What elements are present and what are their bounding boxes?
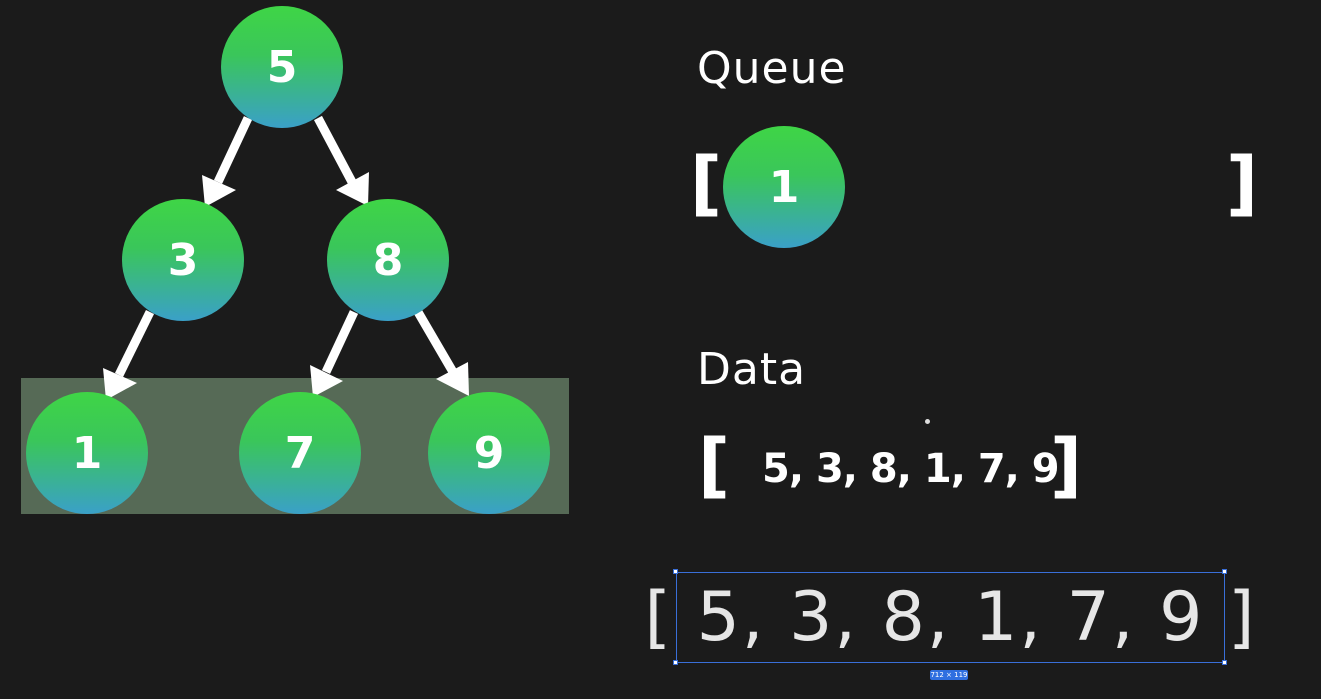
node-value: 1 <box>71 427 103 479</box>
selection-handle-bl[interactable] <box>673 660 678 665</box>
queue-open-bracket: [ <box>690 142 722 224</box>
node-value: 3 <box>167 234 199 286</box>
node-value: 9 <box>473 427 505 479</box>
arrowhead-8-9 <box>436 362 469 396</box>
selection-handle-tr[interactable] <box>1222 569 1227 574</box>
data-close-bracket: ] <box>1050 424 1082 506</box>
edge-3-1 <box>114 310 155 377</box>
edge-5-3 <box>213 116 253 184</box>
cursor-dot <box>925 419 930 424</box>
tree-node-right: 8 <box>327 199 449 321</box>
queue-close-bracket: ] <box>1226 142 1258 224</box>
data-open-bracket: [ <box>698 424 730 506</box>
node-value: 7 <box>284 427 316 479</box>
edge-8-9 <box>414 309 457 375</box>
queue-item: 1 <box>723 126 845 248</box>
tree-node-right-right: 9 <box>428 392 550 514</box>
arrowhead-5-8 <box>336 172 369 206</box>
result-array-text[interactable]: [ 5, 3, 8, 1, 7, 9 ] <box>644 572 1255 663</box>
size-badge: 712 × 119 <box>930 670 968 680</box>
node-value: 8 <box>372 234 404 286</box>
queue-title: Queue <box>697 43 847 94</box>
selection-handle-tl[interactable] <box>673 569 678 574</box>
edge-5-8 <box>314 115 356 185</box>
tree-node-left-left: 1 <box>26 392 148 514</box>
arrowhead-3-1 <box>103 368 137 400</box>
node-value: 5 <box>266 41 298 93</box>
selection-handle-br[interactable] <box>1222 660 1227 665</box>
arrowhead-5-3 <box>202 175 236 207</box>
tree-node-right-left: 7 <box>239 392 361 514</box>
tree-node-left: 3 <box>122 199 244 321</box>
data-title: Data <box>697 344 807 395</box>
edge-8-7 <box>321 310 359 374</box>
arrowhead-8-7 <box>310 365 343 397</box>
tree-node-root: 5 <box>221 6 343 128</box>
data-values: 5, 3, 8, 1, 7, 9 <box>762 446 1060 492</box>
queue-item-value: 1 <box>768 161 800 213</box>
